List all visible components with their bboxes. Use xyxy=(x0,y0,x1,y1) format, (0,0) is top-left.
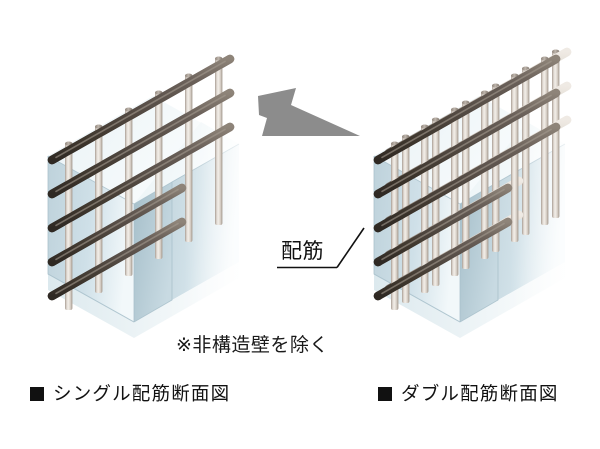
rebar-horizontal-front-single xyxy=(47,54,235,301)
callout-label-haikin: 配筋 xyxy=(281,240,324,263)
right-arrow-icon xyxy=(258,88,360,136)
legend-label-single: シングル配筋断面図 xyxy=(53,383,231,404)
legend-label-double: ダブル配筋断面図 xyxy=(401,383,559,404)
legend-double-rebar: ダブル配筋断面図 xyxy=(378,383,559,404)
legend-marker-icon-single xyxy=(30,387,44,402)
callout-leader-line xyxy=(277,227,365,269)
legend-marker-icon-double xyxy=(378,387,392,402)
note-excluding-nonstructural-walls: ※非構造壁を除く xyxy=(176,335,329,356)
double-rebar-wall-illustration xyxy=(373,47,591,351)
rebar-grid-front-layer xyxy=(373,57,561,311)
legend-single-rebar: シングル配筋断面図 xyxy=(30,383,231,404)
single-rebar-wall-illustration xyxy=(47,54,265,351)
